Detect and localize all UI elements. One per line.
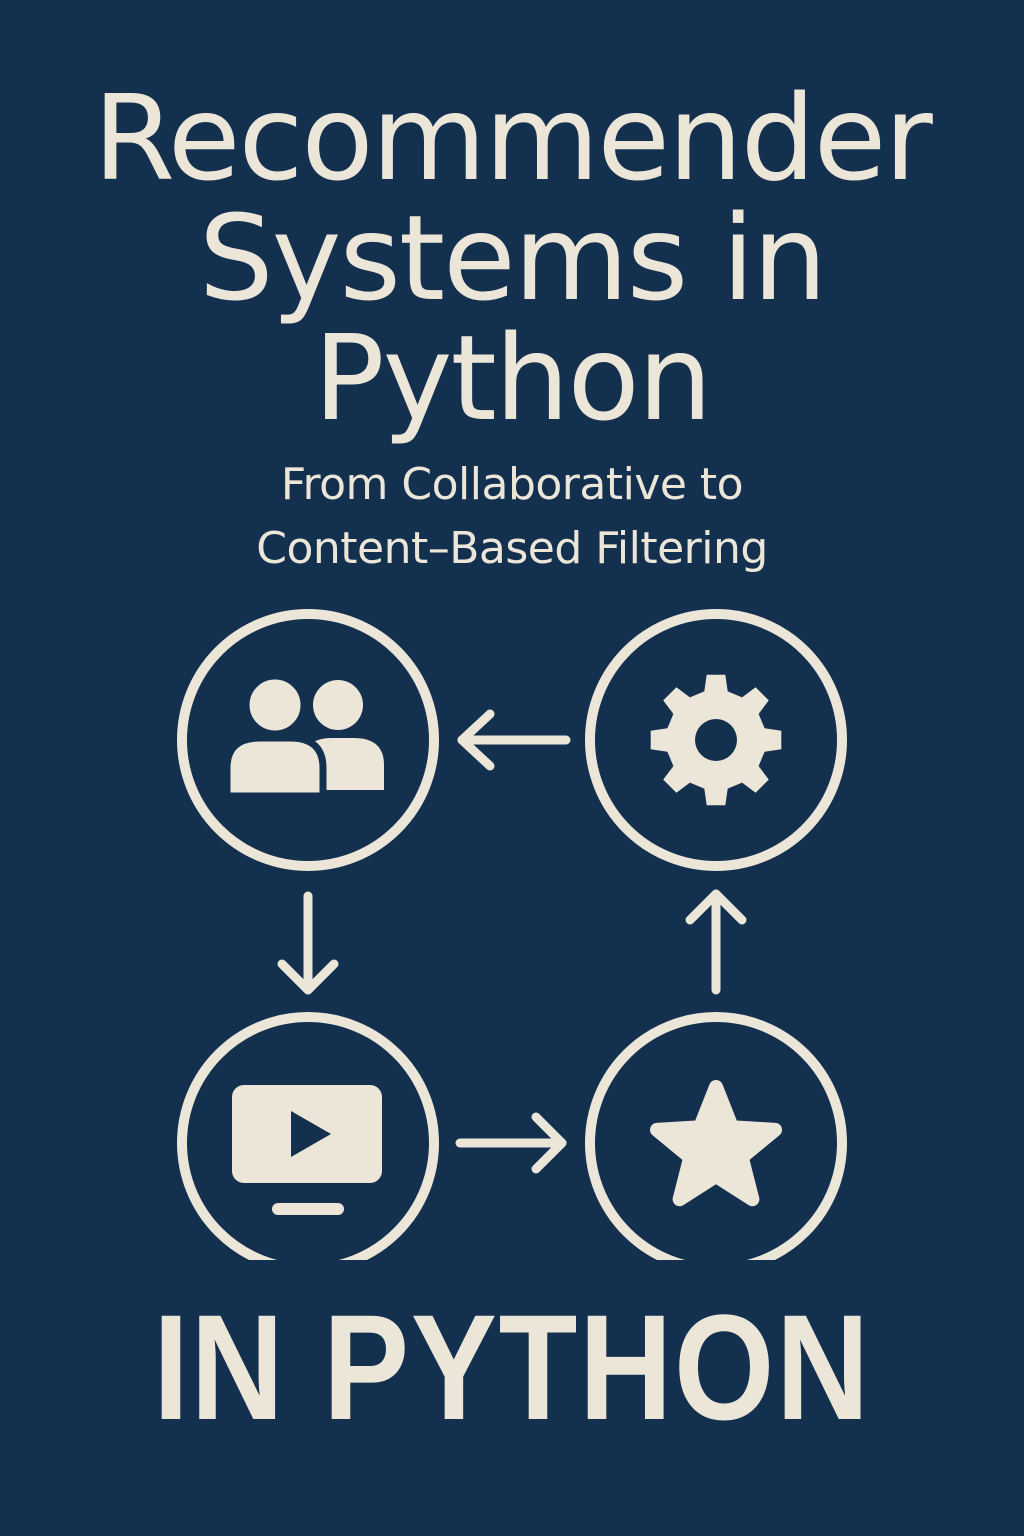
title-line-1: Recommender	[93, 69, 933, 207]
gear-icon	[650, 674, 782, 806]
star-shape	[650, 1080, 782, 1207]
video-screen-icon	[232, 1085, 382, 1215]
subtitle-line-1: From Collaborative to	[280, 459, 744, 510]
arrow-left-icon	[457, 709, 571, 771]
subtitle-line-2: Content–Based Filtering	[256, 523, 768, 574]
gear-circle	[585, 609, 847, 871]
video-circle	[177, 1012, 439, 1260]
arrow-right-icon	[455, 1112, 567, 1174]
star-circle	[585, 1012, 847, 1260]
users-icon	[223, 672, 384, 800]
users-circle	[177, 609, 439, 871]
arrow-down-icon	[277, 891, 339, 995]
recommendation-cycle-diagram	[177, 609, 847, 1260]
title-line-2: Systems in	[198, 189, 828, 327]
title-line-3: Python	[313, 309, 712, 447]
arrow-up-icon	[685, 889, 747, 995]
footer-title: IN PYTHON	[153, 1283, 871, 1451]
gear-hole	[695, 719, 737, 761]
star-icon	[650, 1080, 782, 1207]
